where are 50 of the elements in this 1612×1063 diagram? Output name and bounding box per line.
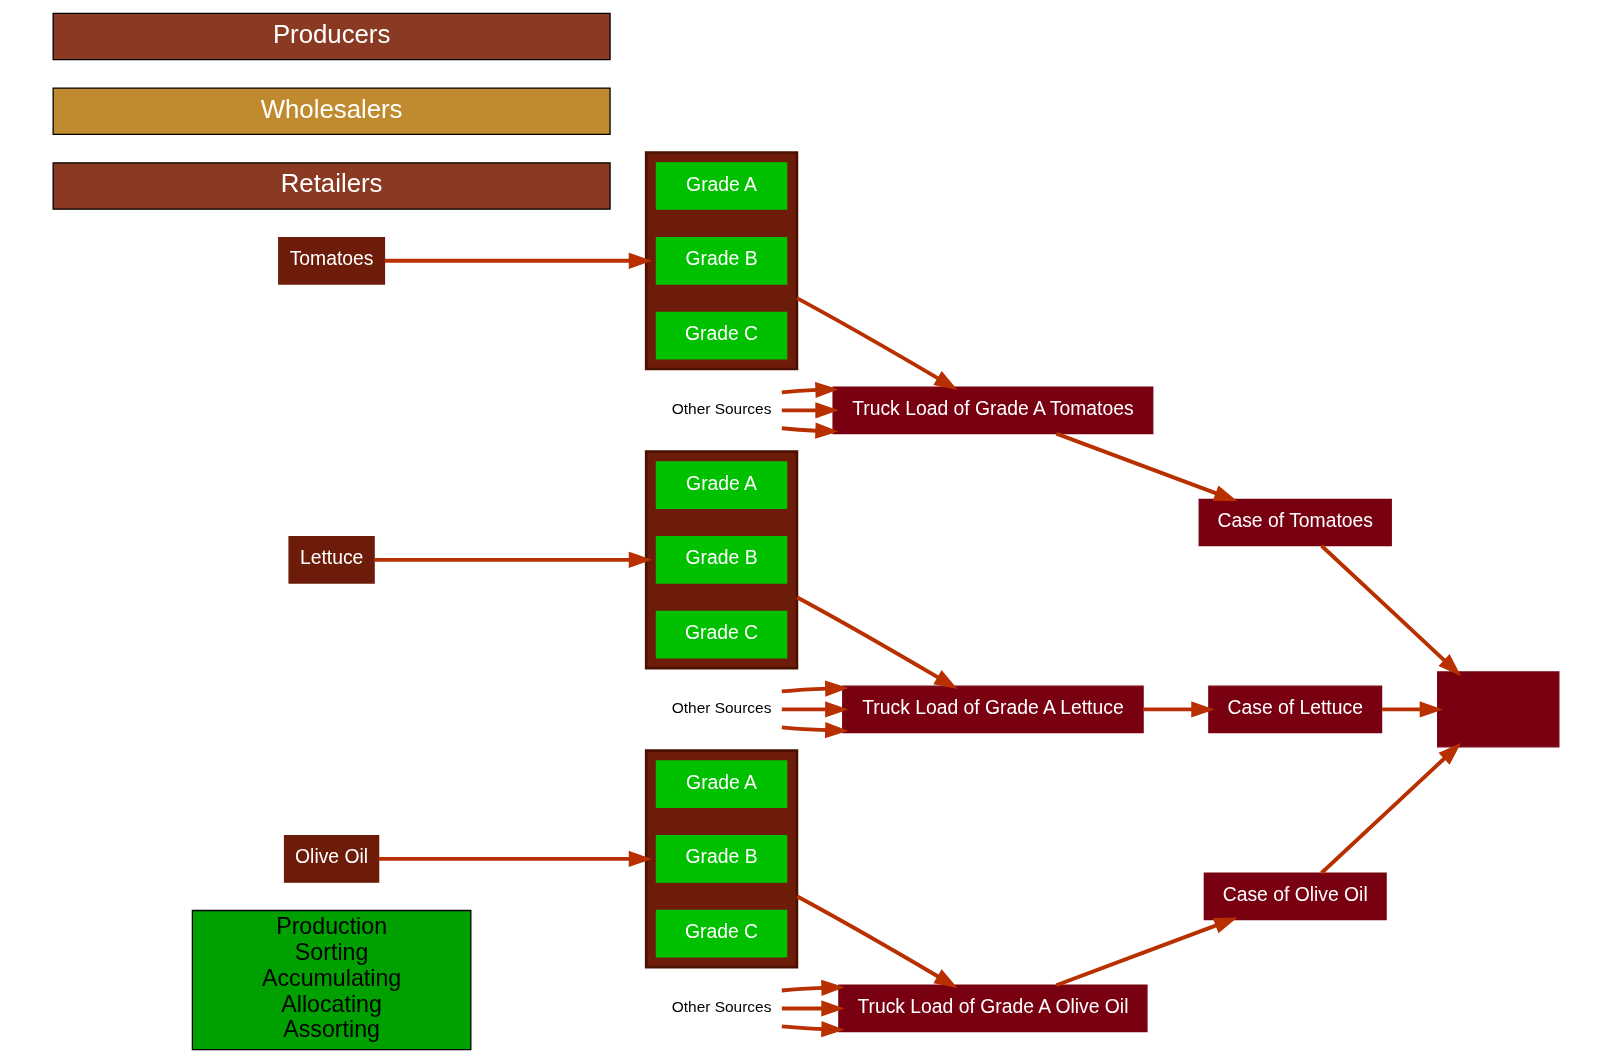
arrow <box>1382 701 1443 718</box>
arrow <box>781 979 845 997</box>
node-box: Lettuce <box>288 536 375 584</box>
node-text: Other Sources <box>671 400 772 418</box>
node-box: Grade B <box>655 236 788 285</box>
arrow <box>1143 701 1215 718</box>
node-box: Grade A <box>655 162 788 210</box>
node-box: Grade C <box>655 909 788 958</box>
arrow <box>781 722 849 739</box>
node-box: Case of Olive Oil <box>1203 872 1387 921</box>
arrow <box>781 422 839 439</box>
node-text: Other Sources <box>671 699 772 717</box>
arrow <box>1320 742 1462 875</box>
arrow <box>1055 917 1238 988</box>
arrow <box>384 252 652 269</box>
node-box: Producers <box>52 12 611 61</box>
arrow <box>781 1020 845 1038</box>
arrow <box>378 850 652 868</box>
arrow <box>796 595 958 689</box>
arrow <box>374 551 652 568</box>
node-box: Grade C <box>655 610 788 659</box>
node-text: Other Sources <box>671 998 772 1016</box>
arrow <box>796 894 958 989</box>
cluster <box>644 151 799 371</box>
node-box: Case of Lettuce <box>1208 685 1383 734</box>
arrow <box>781 680 849 697</box>
node-box <box>1437 671 1560 748</box>
arrow <box>781 1000 845 1017</box>
arrow <box>781 402 839 419</box>
node-box: Case of Tomatoes <box>1198 498 1392 547</box>
cluster <box>644 450 799 670</box>
arrow <box>781 381 839 399</box>
cluster <box>644 749 799 969</box>
node-box: Truck Load of Grade A Tomatoes <box>832 386 1154 435</box>
node-box: Grade A <box>655 760 788 808</box>
node-box: Retailers <box>52 162 611 210</box>
node-box: Grade B <box>655 835 788 883</box>
node-box: Grade A <box>655 461 788 509</box>
arrow <box>1320 544 1462 676</box>
node-box: Production Sorting Accumulating Allocating Assorting <box>191 909 472 1051</box>
node-box: Olive Oil <box>283 835 380 883</box>
node-box: Grade C <box>655 311 788 360</box>
node-box: Wholesalers <box>52 87 611 136</box>
arrow <box>1055 431 1238 502</box>
node-box: Truck Load of Grade A Lettuce <box>842 685 1144 734</box>
arrow <box>781 701 849 718</box>
node-box: Grade B <box>655 536 788 584</box>
arrow <box>796 296 958 390</box>
node-box: Truck Load of Grade A Olive Oil <box>838 984 1148 1033</box>
node-box: Tomatoes <box>278 236 386 285</box>
